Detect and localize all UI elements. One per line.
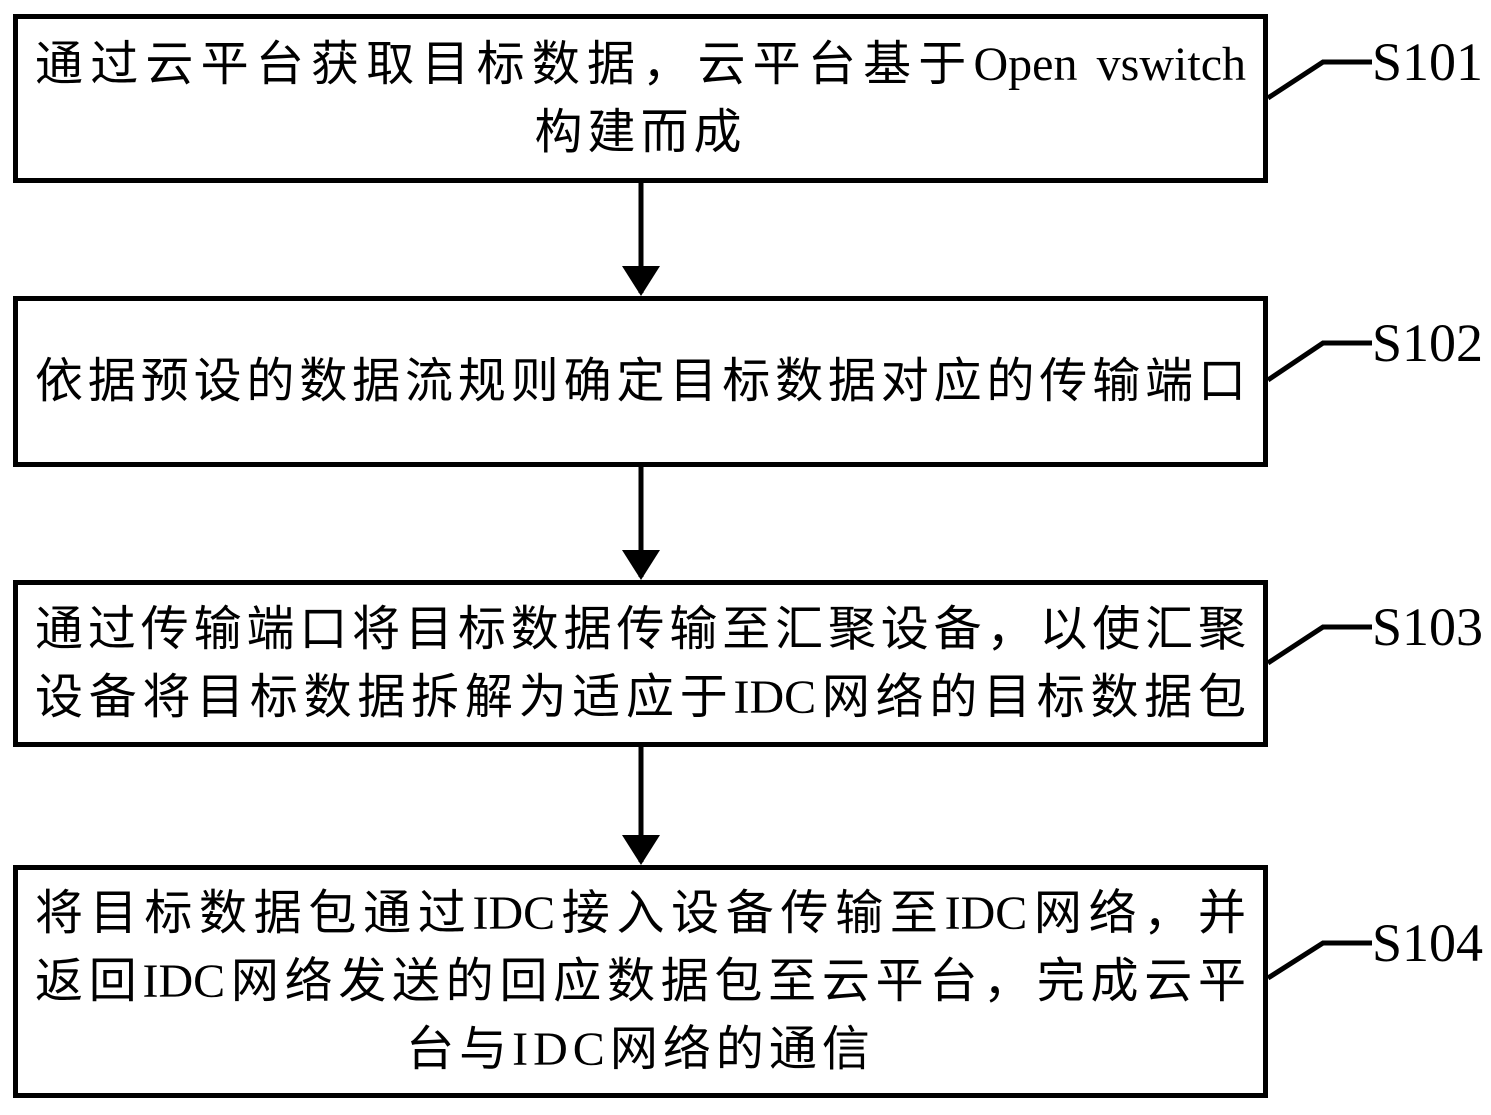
leader-line-s101 [1266,59,1372,101]
arrow-shaft [638,467,644,577]
flow-arrow-down-3 [621,747,661,865]
arrow-head-icon [622,835,660,865]
step-box-s101: 通过云平台获取目标数据，云平台基于Open vswitch 构建而成 [13,14,1268,183]
step-text-line: 通过传输端口将目标数据传输至汇聚设备，以使汇聚 [35,602,1246,656]
flow-arrow-down-1 [621,183,661,296]
leader-line-s102 [1266,340,1372,383]
arrow-shaft [638,183,644,293]
arrow-shaft [638,747,644,862]
step-text-line: 构建而成 [534,105,747,159]
step-text-line: 通过云平台获取目标数据，云平台基于Open vswitch [35,37,1246,91]
step-text-line: 返回IDC网络发送的回应数据包至云平台，完成云平 [35,954,1246,1008]
leader-line-s104 [1266,940,1372,981]
step-text-line: 依据预设的数据流规则确定目标数据对应的传输端口 [35,354,1246,408]
step-label-s104: S104 [1372,913,1484,973]
step-box-s104: 将目标数据包通过IDC接入设备传输至IDC网络，并 返回IDC网络发送的回应数据… [13,865,1268,1098]
leader-line-s103 [1266,624,1372,666]
step-text-line: 设备将目标数据拆解为适应于IDC网络的目标数据包 [35,670,1246,724]
flow-arrow-down-2 [621,467,661,580]
step-label-s103: S103 [1372,597,1484,657]
step-text-line: 台与IDC网络的通信 [406,1022,875,1076]
arrow-head-icon [622,266,660,296]
step-label-s102: S102 [1372,313,1484,373]
arrow-head-icon [622,550,660,580]
step-box-s102: 依据预设的数据流规则确定目标数据对应的传输端口 [13,296,1268,467]
step-box-s103: 通过传输端口将目标数据传输至汇聚设备，以使汇聚 设备将目标数据拆解为适应于IDC… [13,580,1268,747]
step-label-s101: S101 [1372,32,1484,92]
step-text-line: 将目标数据包通过IDC接入设备传输至IDC网络，并 [35,886,1246,940]
